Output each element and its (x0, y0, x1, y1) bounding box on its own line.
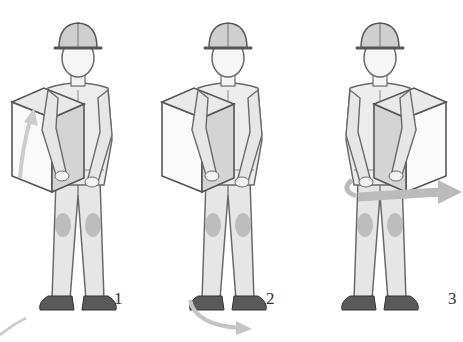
callout-number: 1 (114, 290, 123, 307)
callout-number: 2 (266, 290, 275, 307)
turn-arrow (0, 318, 26, 335)
callout-number: 3 (448, 290, 457, 307)
turn-arrow-head (438, 180, 462, 204)
lift-arrow-head (24, 108, 38, 126)
pivot-arrow (190, 300, 240, 328)
worker-figure (162, 23, 266, 310)
lift-arrow (20, 120, 30, 178)
worker-figure (342, 23, 446, 310)
pivot-arrow-head (236, 321, 252, 335)
worker-figure (12, 23, 116, 310)
turn-arrow (358, 192, 440, 197)
turn-arrow (347, 180, 356, 196)
